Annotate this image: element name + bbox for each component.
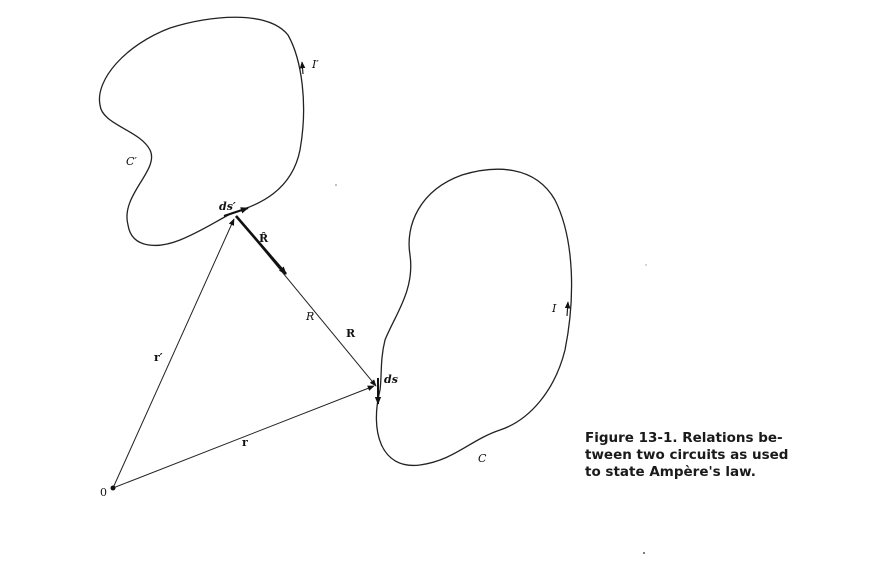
vector-r xyxy=(112,385,375,489)
unit-vector-r-hat xyxy=(235,215,287,275)
label-origin: 0 xyxy=(100,486,107,499)
label-r-italic: R xyxy=(305,310,314,323)
circuit-c-prime xyxy=(98,16,305,246)
vector-r-prime xyxy=(112,218,235,489)
figure-caption: Figure 13-1. Relations be- tween two cir… xyxy=(585,430,815,481)
ds-prime-arrow xyxy=(223,207,249,217)
scan-speck xyxy=(643,552,645,554)
label-r-hat: R̂ xyxy=(259,232,269,245)
scan-speck xyxy=(645,264,647,266)
origin-point xyxy=(110,485,116,491)
label-r: r xyxy=(242,436,248,449)
label-r-bold: R xyxy=(346,327,356,340)
caption-line: Figure 13-1. Relations be- xyxy=(585,430,783,446)
label-c-prime: C′ xyxy=(126,155,137,168)
caption-line: tween two circuits as used xyxy=(585,447,789,463)
label-ds: ds xyxy=(384,373,398,386)
label-i: I xyxy=(551,302,557,315)
caption-line: to state Ampère's law. xyxy=(585,464,756,480)
current-arrow-i xyxy=(564,301,571,317)
label-c: C xyxy=(478,452,487,465)
label-r-prime: r′ xyxy=(154,351,163,364)
current-arrow-i-prime xyxy=(299,61,306,75)
label-i-prime: I′ xyxy=(311,58,319,71)
label-ds-prime: ds′ xyxy=(219,200,236,213)
scan-speck xyxy=(335,184,337,186)
circuit-c xyxy=(375,168,573,466)
